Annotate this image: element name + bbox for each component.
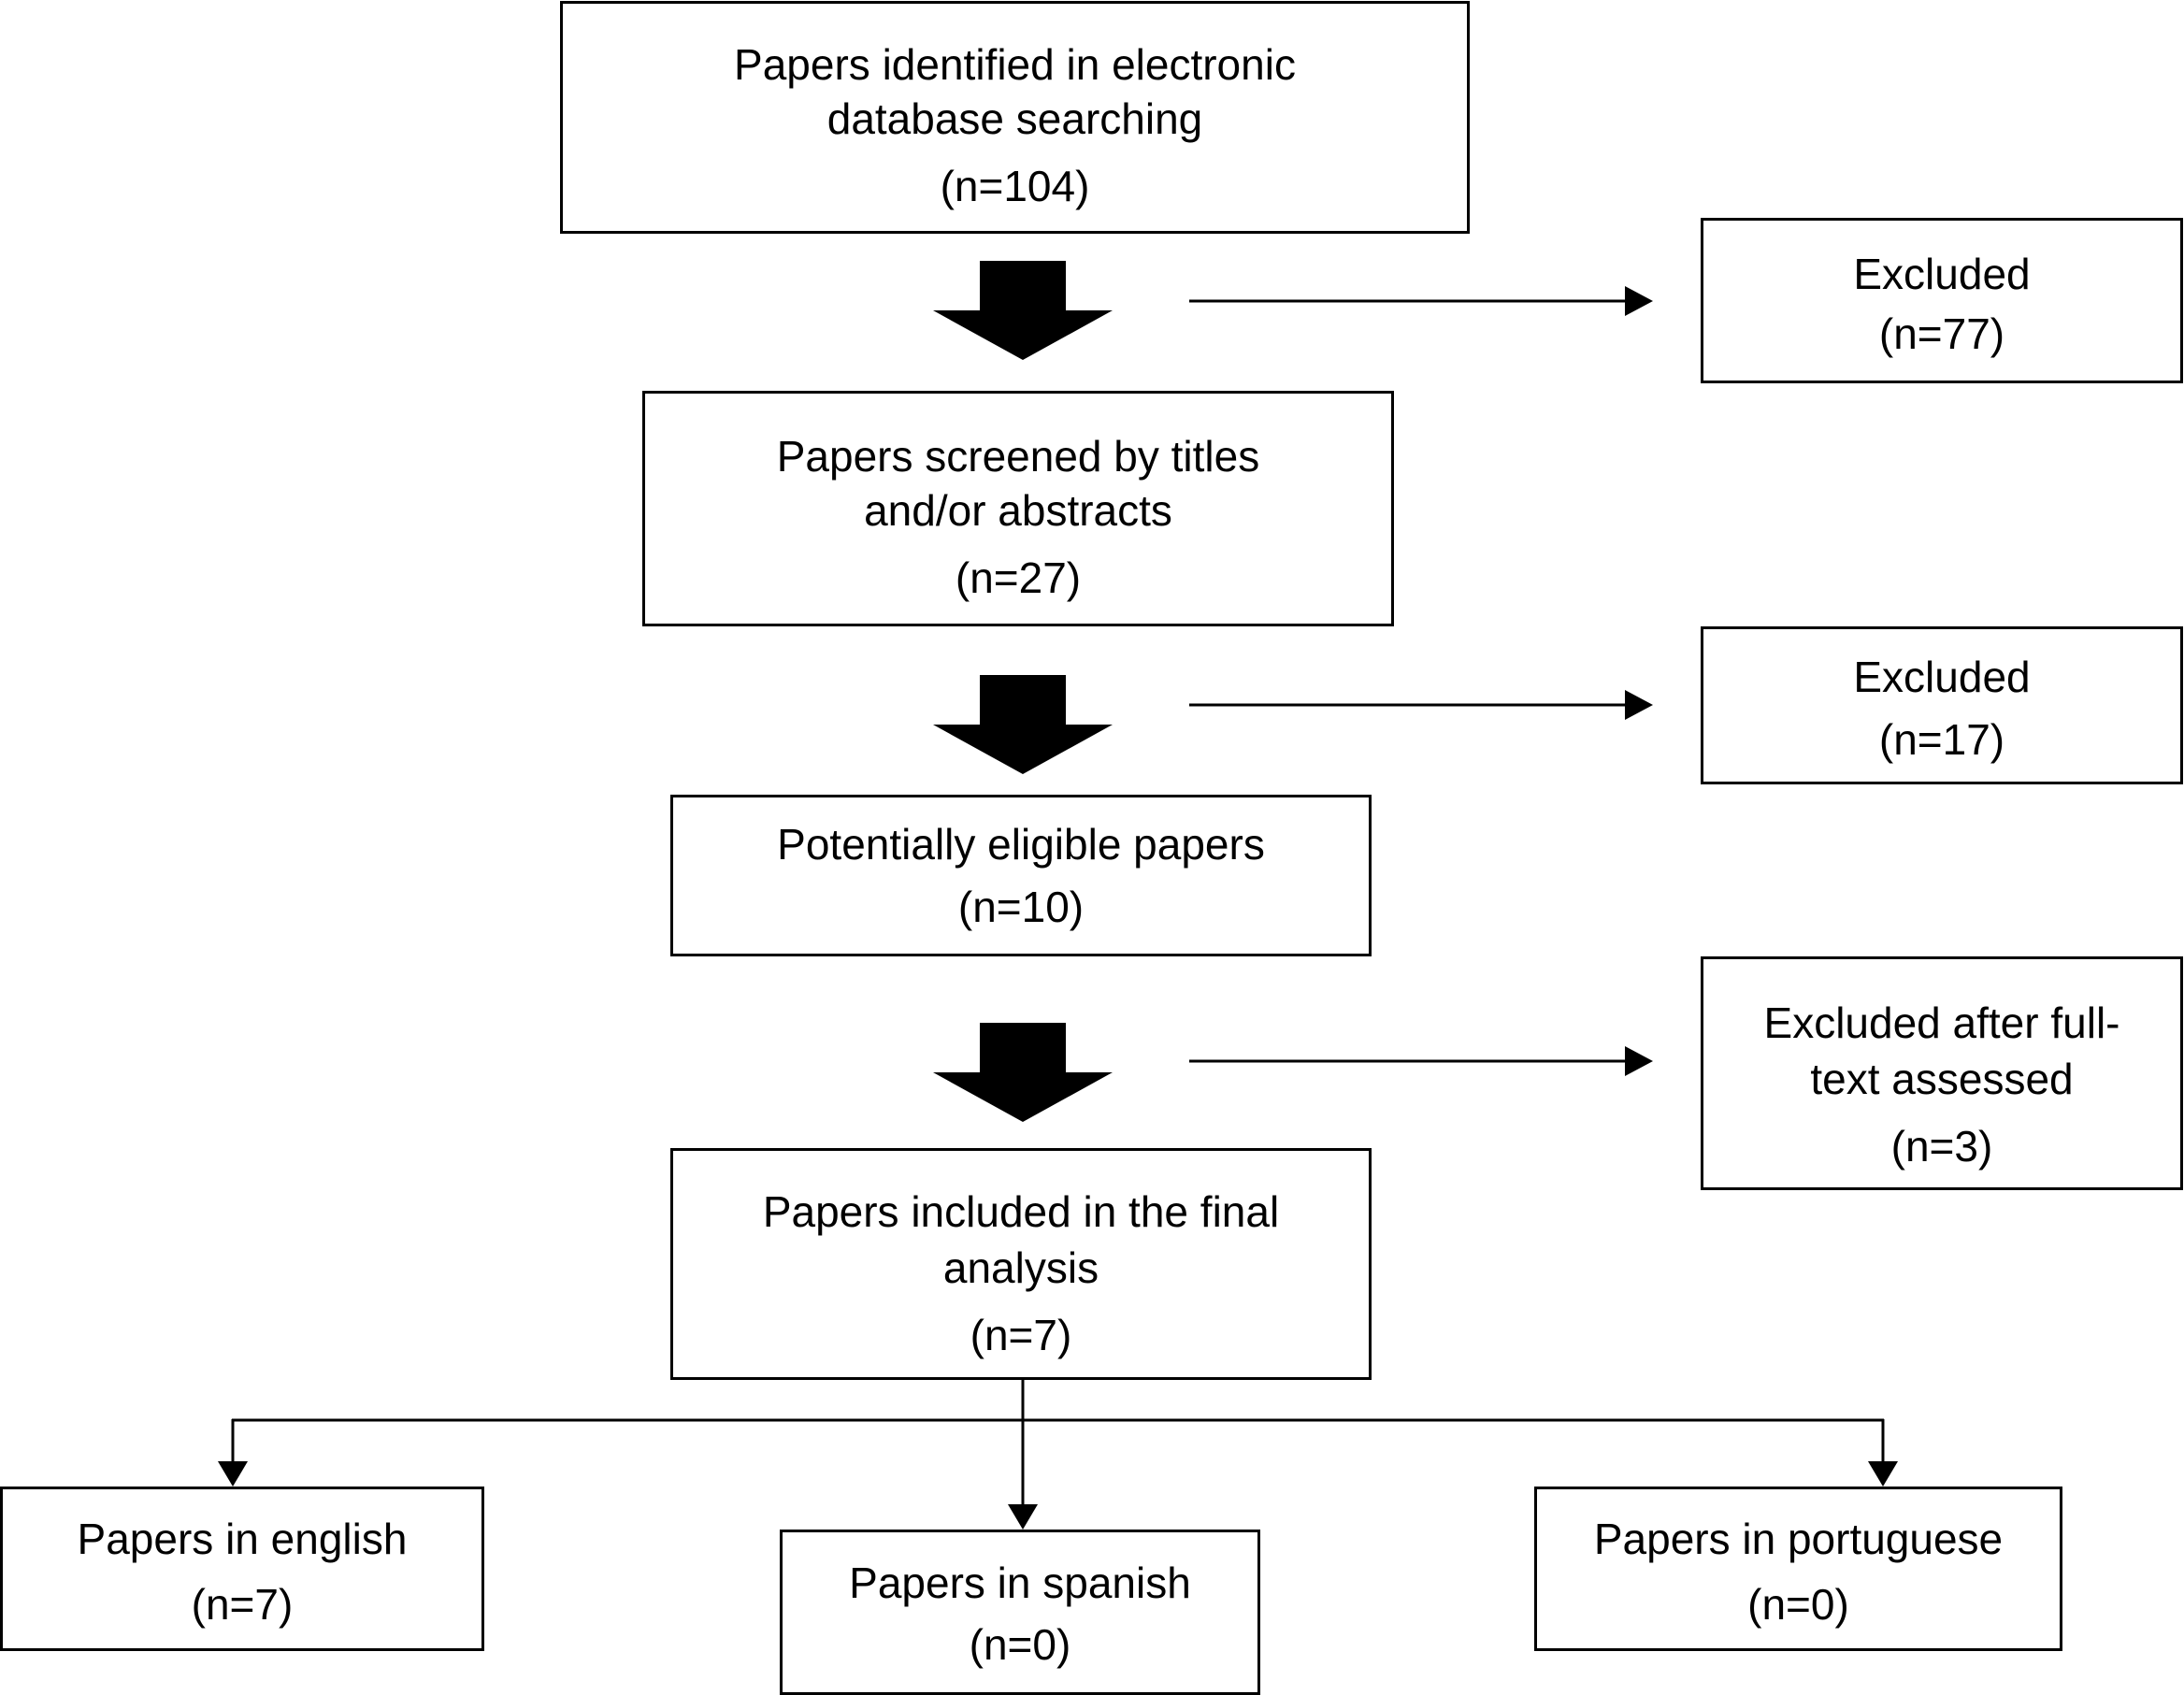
portuguese-count: (n=0): [1747, 1580, 1849, 1629]
excluded-3-text-line1: Excluded after full-: [1763, 998, 2120, 1047]
included-text-line2: analysis: [942, 1243, 1099, 1292]
included-box: Papers included in the final analysis (n…: [670, 1148, 1372, 1380]
arrowhead-spanish: [1008, 1504, 1038, 1530]
excluded-1-count: (n=77): [1878, 309, 2005, 358]
excluded-box-3: Excluded after full- text assessed (n=3): [1701, 956, 2183, 1190]
arrowhead-excluded-3: [1625, 1046, 1653, 1076]
portuguese-box: Papers in portuguese (n=0): [1534, 1487, 2062, 1651]
arrowhead-excluded-2: [1625, 690, 1653, 720]
english-count: (n=7): [191, 1580, 294, 1629]
screened-count: (n=27): [955, 553, 1082, 602]
identified-box: Papers identified in electronic database…: [560, 1, 1470, 234]
block-arrow-1: [933, 261, 1113, 360]
portuguese-text-line1: Papers in portuguese: [1593, 1515, 2004, 1563]
identified-text-line1: Papers identified in electronic: [734, 40, 1296, 89]
arrowhead-portuguese: [1868, 1461, 1898, 1487]
arrowhead-english: [218, 1461, 248, 1487]
arrowhead-excluded-1: [1625, 286, 1653, 316]
screened-box: Papers screened by titles and/or abstrac…: [642, 391, 1394, 626]
eligible-box: Potentially eligible papers (n=10): [670, 795, 1372, 956]
spanish-box: Papers in spanish (n=0): [780, 1530, 1260, 1695]
excluded-box-1: Excluded (n=77): [1701, 218, 2183, 383]
excluded-2-text-line1: Excluded: [1853, 653, 2031, 701]
screened-text-line2: and/or abstracts: [864, 486, 1172, 535]
excluded-3-count: (n=3): [1890, 1122, 1993, 1171]
identified-count: (n=104): [940, 162, 1090, 210]
excluded-1-text-line1: Excluded: [1853, 250, 2031, 298]
spanish-text-line1: Papers in spanish: [849, 1559, 1191, 1607]
excluded-3-text-line2: text assessed: [1810, 1055, 2074, 1103]
english-box: Papers in english (n=7): [0, 1487, 484, 1651]
included-count: (n=7): [970, 1311, 1072, 1359]
english-text-line1: Papers in english: [77, 1515, 408, 1563]
eligible-count: (n=10): [957, 883, 1085, 931]
identified-text-line2: database searching: [826, 94, 1203, 143]
spanish-count: (n=0): [969, 1620, 1071, 1669]
block-arrow-2: [933, 675, 1113, 774]
excluded-2-count: (n=17): [1878, 715, 2005, 764]
block-arrow-3: [933, 1023, 1113, 1122]
screened-text-line1: Papers screened by titles: [776, 432, 1260, 481]
included-text-line1: Papers included in the final: [762, 1187, 1280, 1236]
excluded-box-2: Excluded (n=17): [1701, 626, 2183, 784]
eligible-text-line1: Potentially eligible papers: [777, 820, 1265, 869]
